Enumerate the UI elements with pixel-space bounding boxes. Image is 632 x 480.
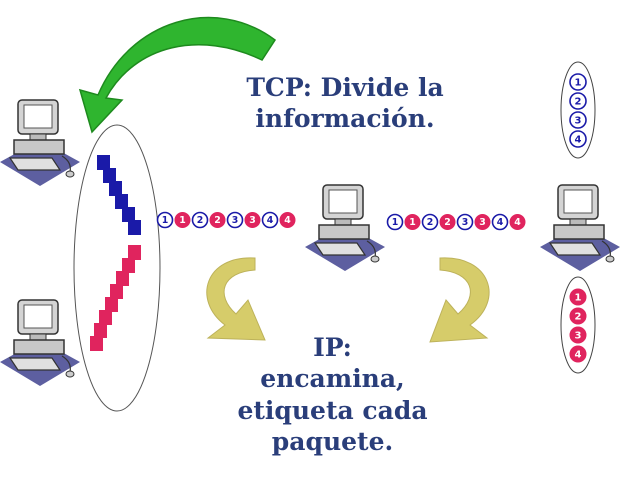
tcp-caption-line: TCP: Divide la xyxy=(246,73,444,102)
packet-red-3: 3 xyxy=(474,214,491,230)
green-curved-arrow-icon xyxy=(78,16,277,134)
packet-blue-3: 3 xyxy=(226,211,244,229)
svg-text:1: 1 xyxy=(409,217,416,228)
packet-blue-1: 1 xyxy=(386,213,404,231)
computer-icon xyxy=(539,184,621,272)
svg-text:4: 4 xyxy=(575,349,582,360)
svg-text:2: 2 xyxy=(214,215,221,226)
svg-text:3: 3 xyxy=(232,215,239,226)
packet-red-4: 4 xyxy=(509,214,526,230)
packet-red-1: 1 xyxy=(404,214,421,230)
packet-red-3: 3 xyxy=(569,326,587,344)
packet-blue-3: 3 xyxy=(569,111,587,129)
packet-red-1: 1 xyxy=(569,288,587,306)
svg-text:3: 3 xyxy=(575,330,582,341)
svg-text:2: 2 xyxy=(575,96,582,107)
packet-red-4: 4 xyxy=(569,345,587,363)
packet-red-2: 2 xyxy=(439,214,456,230)
packet-blue-2: 2 xyxy=(569,92,587,110)
packet-blue-2: 2 xyxy=(191,211,209,229)
packet-blue-4: 4 xyxy=(261,211,279,229)
packet-red-4: 4 xyxy=(279,212,296,228)
reassembled-red-packets: 1 2 3 4 xyxy=(569,288,587,363)
svg-text:1: 1 xyxy=(162,215,169,226)
ip-caption: IP: encamina, etiqueta cada paquete. xyxy=(225,332,440,457)
ip-caption-line: encamina, xyxy=(260,364,405,394)
ip-caption-line: paquete. xyxy=(271,426,394,456)
packet-red-2: 2 xyxy=(209,212,226,228)
svg-text:4: 4 xyxy=(497,217,504,228)
svg-text:1: 1 xyxy=(575,292,582,303)
packet-blue-1: 1 xyxy=(156,211,174,229)
blue-segment-staircase xyxy=(97,155,141,235)
svg-text:3: 3 xyxy=(575,115,582,126)
computer-icon xyxy=(0,99,81,187)
svg-text:1: 1 xyxy=(575,77,582,88)
svg-text:3: 3 xyxy=(249,215,256,226)
packet-blue-1: 1 xyxy=(569,73,587,91)
packet-red-2: 2 xyxy=(569,307,587,325)
packet-blue-4: 4 xyxy=(491,213,509,231)
ip-caption-line: etiqueta cada xyxy=(237,395,428,425)
segment-ellipse xyxy=(73,124,161,412)
svg-text:3: 3 xyxy=(462,217,469,228)
tcp-caption-line: información. xyxy=(255,104,435,134)
svg-text:1: 1 xyxy=(179,215,186,226)
svg-text:4: 4 xyxy=(514,217,521,228)
svg-text:2: 2 xyxy=(197,215,204,226)
yellow-curved-arrow-icon xyxy=(206,257,266,341)
svg-text:4: 4 xyxy=(284,215,291,226)
svg-text:4: 4 xyxy=(575,134,582,145)
ip-caption-line: IP: xyxy=(313,333,352,362)
tcp-caption: TCP: Divide la información. xyxy=(225,72,465,135)
packet-red-1: 1 xyxy=(174,212,191,228)
yellow-curved-arrow-icon xyxy=(429,257,490,343)
svg-text:2: 2 xyxy=(575,311,582,322)
packet-blue-3: 3 xyxy=(456,213,474,231)
reassembled-blue-packets: 1 2 3 4 xyxy=(569,73,587,148)
svg-text:3: 3 xyxy=(479,217,486,228)
computer-icon xyxy=(0,299,81,387)
svg-text:1: 1 xyxy=(392,217,399,228)
packet-red-3: 3 xyxy=(244,212,261,228)
red-packets-ellipse xyxy=(560,276,596,374)
blue-packets-ellipse xyxy=(560,61,596,159)
computer-icon xyxy=(304,184,386,272)
packet-blue-4: 4 xyxy=(569,130,587,148)
packet-blue-2: 2 xyxy=(421,213,439,231)
red-segment-staircase xyxy=(90,245,141,351)
svg-text:4: 4 xyxy=(267,215,274,226)
svg-text:2: 2 xyxy=(444,217,451,228)
svg-text:2: 2 xyxy=(427,217,434,228)
